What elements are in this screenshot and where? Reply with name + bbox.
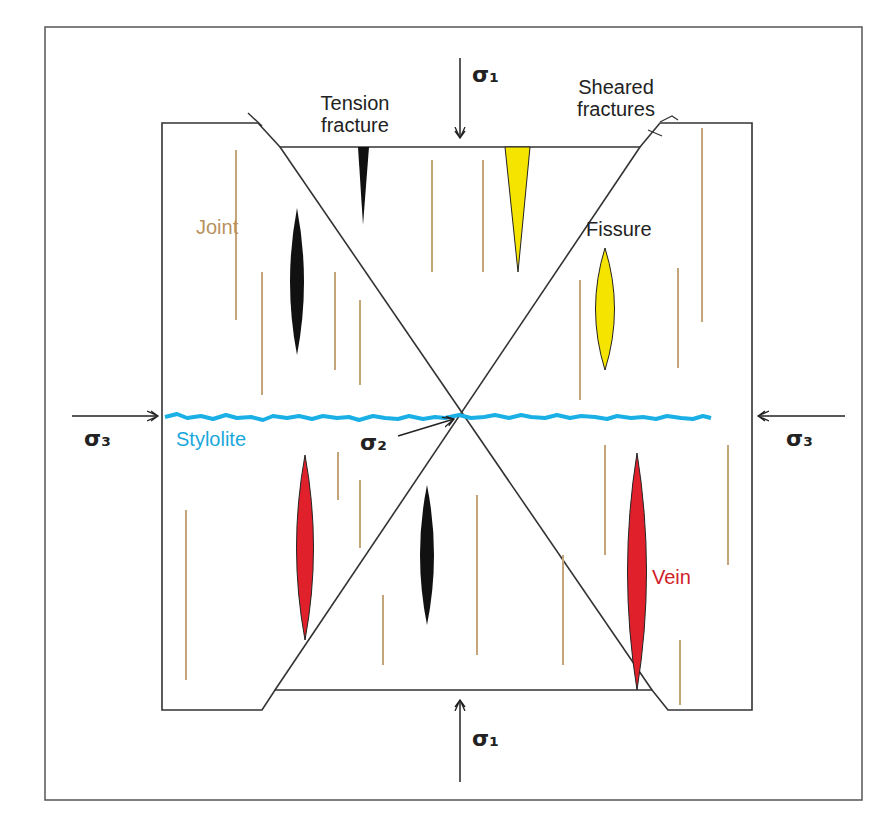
fissure-label: Fissure: [586, 218, 652, 240]
stress-label: σ₂: [360, 432, 387, 454]
stylolite: [165, 414, 711, 420]
tension-fracture: [358, 147, 369, 225]
stress-label: σ₁: [472, 64, 499, 86]
tension-fracture: [420, 485, 434, 625]
stress-arrow: [459, 700, 461, 782]
stress-arrow: [459, 58, 461, 138]
frame: [45, 27, 862, 800]
fracture-label: Tension fracture: [300, 92, 410, 136]
vein: [297, 455, 314, 640]
stress-arrow: [72, 415, 158, 417]
fissure: [596, 248, 615, 370]
joint-label: Joint: [196, 216, 238, 238]
fissure: [505, 147, 530, 272]
stress-label: σ₁: [472, 728, 499, 750]
stress-arrow: [398, 419, 454, 436]
stress-arrow: [758, 415, 845, 417]
stress-label: σ₃: [786, 428, 813, 450]
stylolite-label: Stylolite: [176, 428, 246, 450]
vein: [628, 453, 647, 690]
rock-block: [162, 123, 752, 710]
fracture-label: Sheared fractures: [566, 76, 666, 120]
vein-label: Vein: [652, 566, 691, 588]
stress-label: σ₃: [84, 428, 111, 450]
tension-fracture: [290, 208, 304, 355]
shear-sense: [248, 113, 262, 126]
